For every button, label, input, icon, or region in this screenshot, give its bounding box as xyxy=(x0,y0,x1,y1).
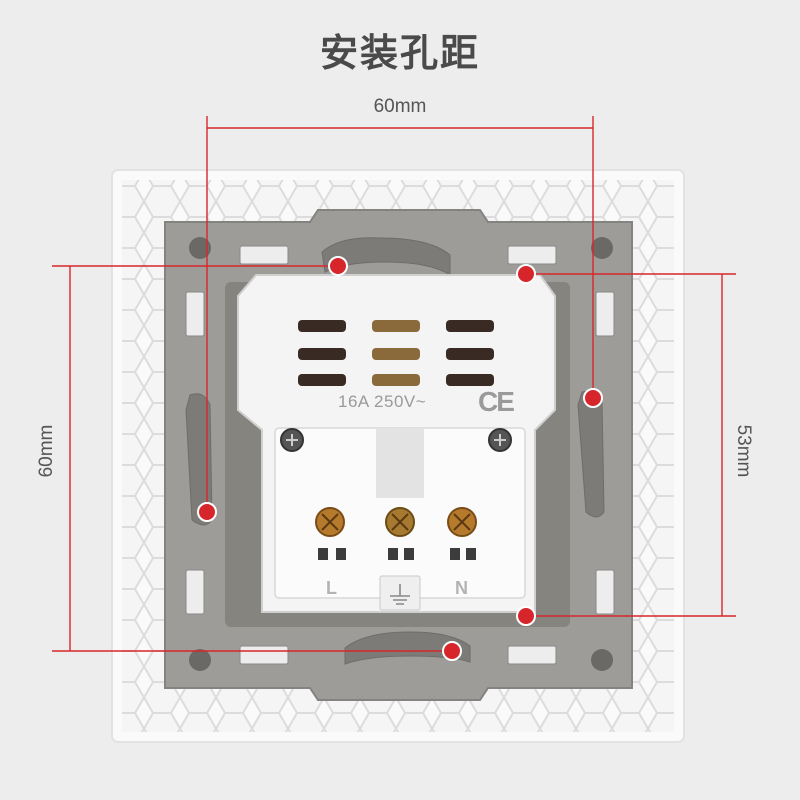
earth-symbol-icon xyxy=(390,584,410,605)
terminal-label-neutral: N xyxy=(455,578,468,598)
measurement-lines xyxy=(52,116,736,652)
wire-ports xyxy=(318,548,476,560)
ce-mark: CE xyxy=(478,386,515,417)
frame-slots xyxy=(185,237,605,665)
rating-label: 16A 250V~ xyxy=(338,392,427,411)
vertical-dimension-label-left: 60mm xyxy=(36,424,57,478)
horizontal-dimension-label: 60mm xyxy=(373,96,427,117)
fixing-screw xyxy=(280,428,512,452)
earth-channel xyxy=(376,428,424,498)
page-title: 安装孔距 xyxy=(319,33,480,75)
frame-holes xyxy=(189,237,613,671)
mounting-hole-marker xyxy=(197,256,603,661)
vent-slots xyxy=(298,320,494,386)
terminal-label-live: L xyxy=(326,578,337,598)
terminal-screw xyxy=(315,507,477,537)
vertical-dimension-label-right: 53mm xyxy=(733,424,754,478)
